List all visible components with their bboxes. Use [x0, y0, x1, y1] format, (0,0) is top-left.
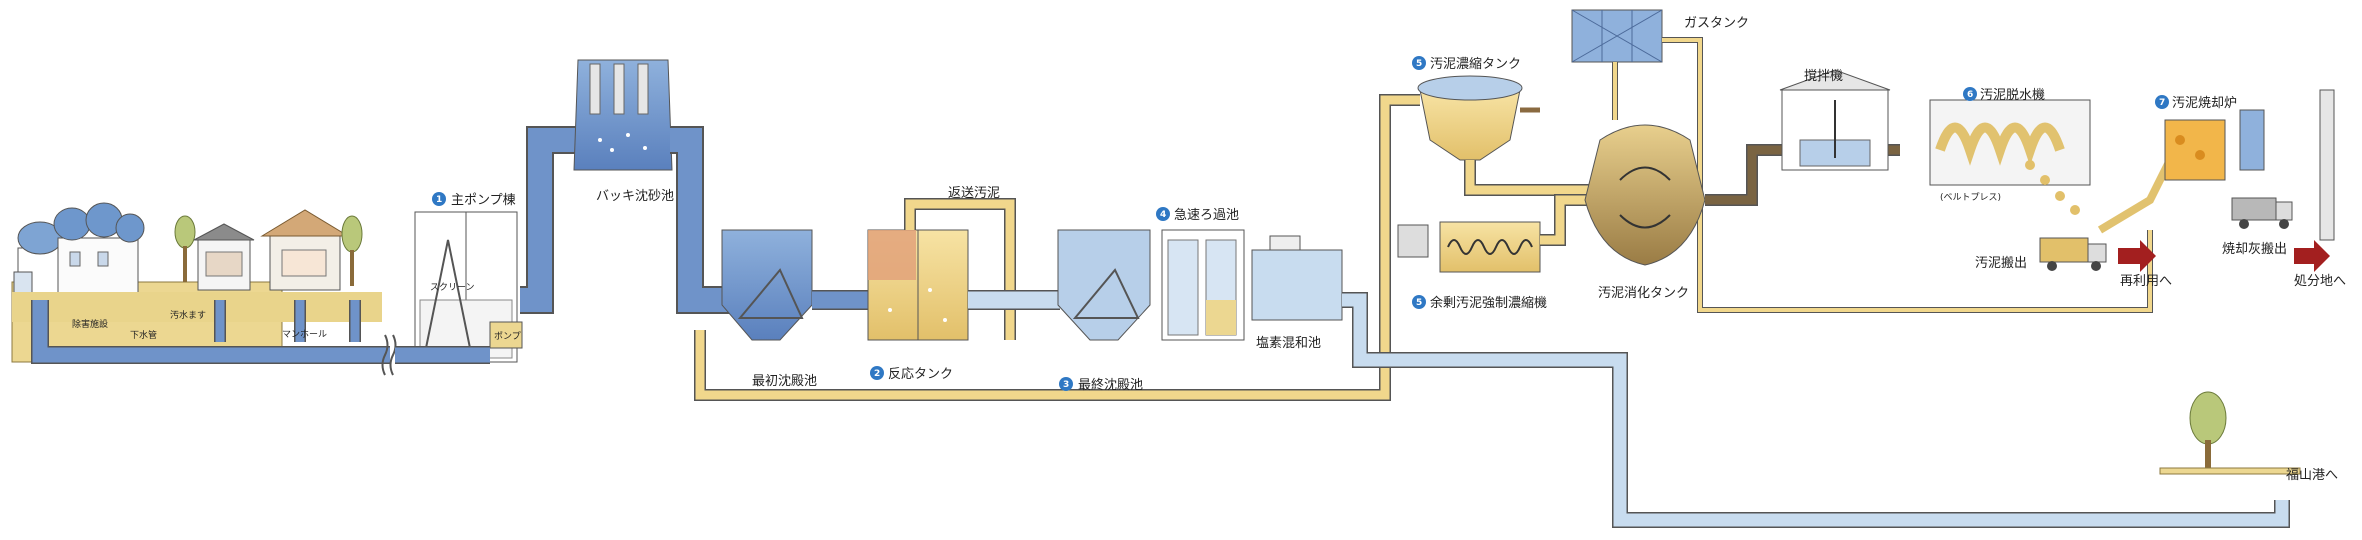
label-manhole: マンホール [282, 329, 327, 340]
marker-4 [1156, 207, 1170, 221]
label-screen: スクリーン [430, 282, 475, 293]
label-dewater: 汚泥脱水機 [1980, 88, 2045, 103]
label-grit: バッキ沈砂池 [596, 189, 674, 204]
marker-6-text: 6 [1967, 90, 1973, 100]
digester [1584, 124, 1706, 266]
marker-4-text: 4 [1160, 210, 1166, 220]
label-disposal: 処分地へ [2294, 274, 2346, 289]
reuse-arrow [2118, 240, 2156, 272]
label-pump: ポンプ [494, 331, 521, 342]
label-reuse: 再利用へ [2120, 274, 2172, 289]
marker-1-text: 1 [436, 195, 442, 205]
rapid-filter [1161, 229, 1245, 341]
label-digester: 汚泥消化タンク [1598, 286, 1689, 301]
label-surplus-thickener: 余剰汚泥強制濃縮機 [1430, 295, 1547, 311]
label-belt-press: (ベルトプレス) [1940, 192, 2001, 203]
label-final: 最終沈殿池 [1078, 377, 1143, 393]
label-mixer: 撹拌機 [1804, 69, 1843, 84]
incinerator [2097, 89, 2335, 241]
port-tree [2159, 391, 2301, 475]
sludge-truck [2039, 237, 2107, 271]
disposal-arrow [2294, 240, 2330, 272]
label-septic: 除害施設 [72, 318, 108, 330]
marker-5 [1412, 56, 1426, 70]
label-gas-tank: ガスタンク [1684, 16, 1749, 31]
marker-5b [1412, 295, 1426, 309]
grit-chamber [573, 59, 673, 171]
dewatering-machine [1929, 99, 2091, 215]
marker-5-text: 5 [1416, 59, 1422, 69]
marker-3-text: 3 [1063, 380, 1069, 390]
label-reaction: 反応タンク [888, 367, 953, 382]
marker-7 [2155, 95, 2169, 109]
label-ash-out: 焼却灰搬出 [2222, 242, 2287, 257]
final-settling-tank [1057, 229, 1151, 341]
label-sludge-out: 汚泥搬出 [1975, 256, 2027, 271]
effluent-line [1342, 292, 2290, 528]
mixer-building [1779, 69, 1891, 171]
ash-truck [2231, 197, 2293, 229]
label-primary: 最初沈殿池 [752, 374, 817, 389]
label-rapid-filter: 急速ろ過池 [1174, 208, 1239, 223]
label-incinerator: 汚泥焼却炉 [2172, 96, 2237, 111]
label-port: 福山港へ [2286, 468, 2338, 483]
primary-settling-tank [721, 229, 813, 341]
marker-7-text: 7 [2159, 98, 2165, 108]
surplus-thickener [1397, 221, 1541, 273]
marker-5b-text: 5 [1416, 298, 1422, 308]
label-chlorine: 塩素混和池 [1256, 336, 1321, 351]
marker-2-text: 2 [874, 369, 880, 379]
label-return-sludge: 返送汚泥 [948, 186, 1000, 201]
label-sewer-pipe: 下水管 [130, 329, 157, 341]
chlorine-tank [1251, 235, 1343, 321]
label-main-pump: 主ポンプ棟 [451, 193, 516, 208]
marker-3 [1059, 377, 1073, 391]
residential-area [11, 202, 397, 376]
sludge-thickener [1417, 75, 1540, 161]
reaction-tank [867, 229, 969, 341]
marker-2 [870, 366, 884, 380]
marker-1 [432, 192, 446, 206]
label-catch-basin: 汚水ます [170, 309, 206, 321]
marker-6 [1963, 87, 1977, 101]
label-thickener: 汚泥濃縮タンク [1430, 56, 1521, 72]
gas-tank [1571, 9, 1663, 63]
main-pump-building [395, 211, 523, 364]
